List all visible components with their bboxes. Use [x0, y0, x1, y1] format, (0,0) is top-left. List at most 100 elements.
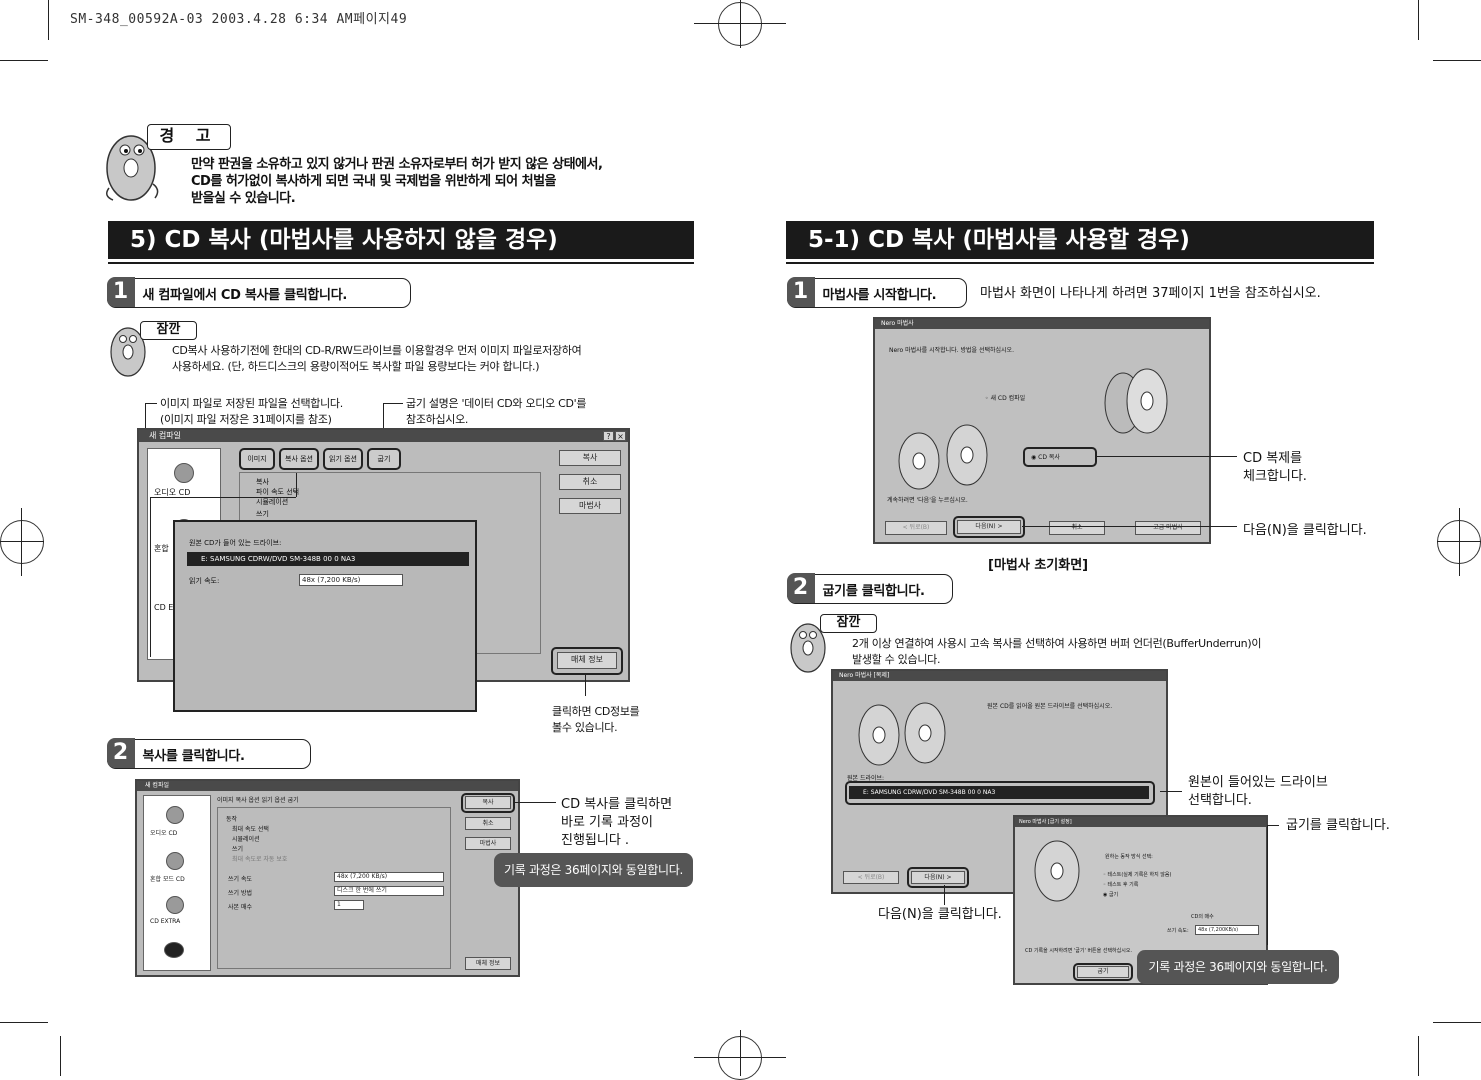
crop-mark: [0, 60, 48, 61]
back-button[interactable]: < 뒤로(B): [843, 871, 899, 884]
callout-check-copy: CD 복제를 체크합니다.: [1243, 450, 1363, 486]
checkbox-label[interactable]: 시뮬레이션: [232, 836, 260, 843]
sidebar-item-mixed[interactable]: 혼합: [154, 544, 169, 553]
dialog-tabs: 이미지 복사 옵션 읽기 옵션 굽기: [217, 795, 299, 804]
dialog-title: 새 컴파일: [149, 431, 181, 440]
row-label: 쓰기 방법: [228, 890, 252, 897]
media-info-button[interactable]: 매체 정보: [557, 652, 617, 669]
left-step2: 2 복사를 클릭합니다.: [106, 738, 311, 769]
drive-select[interactable]: E: SAMSUNG CDRW/DVD SM-348B 00 0 NA3: [187, 552, 469, 566]
source-drive-highlight: [845, 781, 1155, 805]
wizard-footer-text: CD 기록을 시작하려면 '굽기' 버튼을 선택하십시오.: [1025, 948, 1133, 954]
callout-line: 참조하십시오.: [406, 413, 469, 426]
left-section-title: 5) CD 복사 (마법사를 사용하지 않을 경우): [108, 221, 694, 259]
source-drive-label: 원본 드라이브:: [847, 775, 885, 782]
callout-burn-click: 굽기를 클릭합니다.: [1286, 818, 1390, 833]
source-drive-select[interactable]: E: SAMSUNG CDRW/DVD SM-348B 00 0 NA3: [849, 786, 1149, 799]
copies-input[interactable]: 1: [334, 900, 364, 910]
burn-option-test[interactable]: ◦ 테스트(실제 기록은 하지 않음): [1103, 872, 1172, 878]
write-speed-select[interactable]: 48x (7,200KB/s): [1195, 925, 1259, 935]
checkbox-label[interactable]: 최대 속도로 자동 보호: [232, 856, 288, 863]
cancel-button[interactable]: 취소: [559, 474, 621, 490]
wizard-button[interactable]: 마법사: [559, 498, 621, 514]
back-button[interactable]: < 뒤로(B): [885, 521, 947, 535]
leader-line: [150, 497, 151, 657]
write-speed-select[interactable]: 48x (7,200 KB/s): [334, 872, 444, 882]
cancel-button[interactable]: 취소: [1049, 521, 1105, 535]
left-note-line: CD복사 사용하기전에 한대의 CD-R/RW드라이브를 이용할경우 먼저 이미…: [172, 344, 582, 357]
option-copy-highlight: [1023, 447, 1097, 467]
wizard-prompt: Nero 마법사를 시작합니다. 방법을 선택하십시오.: [889, 347, 1014, 354]
tab-image[interactable]: 이미지: [239, 448, 275, 470]
cancel-button[interactable]: 취소: [465, 817, 511, 830]
callout-media-info: 클릭하면 CD정보를 볼수 있습니다.: [552, 704, 692, 736]
copy-button[interactable]: 복사: [559, 450, 621, 466]
leader-line: [383, 403, 384, 447]
dialog-titlebar: 새 컴파일 ? ×: [139, 430, 628, 442]
copy-button[interactable]: 복사: [465, 796, 511, 809]
left-note-tag: 잠깐: [140, 321, 197, 340]
tab-copy-options[interactable]: 복사 옵션: [235, 797, 260, 804]
callout-line: 굽기 설명은 '데이터 CD와 오디오 CD'를: [406, 397, 587, 410]
media-info-button[interactable]: 매체 정보: [465, 957, 511, 970]
wizard-button[interactable]: 마법사: [465, 837, 511, 850]
sidebar-item-extra[interactable]: CD E: [154, 603, 174, 612]
burn-option-burn[interactable]: ◉ 굽기: [1103, 892, 1119, 898]
tab-burn[interactable]: 굽기: [367, 448, 401, 470]
close-button[interactable]: ×: [615, 431, 626, 441]
callout-next-2: 다음(N)을 클릭합니다.: [878, 907, 1002, 922]
cd-extra-icon: [166, 896, 184, 914]
tab-read-options[interactable]: 읽기 옵션: [261, 797, 286, 804]
left-note-line: 사용하세요. (단, 하드디스크의 용량이적어도 복사할 파일 용량보다는 커야…: [172, 360, 540, 373]
sidebar-item-audio[interactable]: 오디오 CD: [154, 488, 191, 497]
leader-line: [1022, 526, 1237, 527]
leader-line: [1267, 825, 1268, 945]
callout-copy: CD 복사를 클릭하면 바로 기록 과정이 진행됩니다 .: [561, 796, 701, 850]
tab-burn[interactable]: 굽기: [287, 797, 299, 804]
disc-icon: [164, 942, 184, 958]
left-step1-number: 1: [106, 277, 135, 308]
burn-option-test-burn[interactable]: ◦ 테스트 후 기록: [1103, 882, 1139, 888]
sidebar-item-audio[interactable]: 오디오 CD: [150, 830, 178, 837]
checkbox-label[interactable]: 복사: [256, 478, 269, 486]
crop-mark: [1418, 1036, 1419, 1076]
tab-read-options[interactable]: 읽기 옵션: [323, 448, 363, 470]
crop-mark: [48, 0, 49, 40]
nero-wizard-1: Nero 마법사 Nero 마법사를 시작합니다. 방법을 선택하십시오. ◦ …: [873, 317, 1211, 544]
checkbox-label[interactable]: 시뮬레이션: [256, 498, 289, 506]
next-button[interactable]: 다음(N) >: [911, 871, 965, 884]
right-note-pill: 기록 과정은 36페이지와 동일합니다.: [1137, 950, 1339, 984]
right-step1-label: 마법사를 시작합니다.: [822, 287, 937, 303]
tab-image[interactable]: 이미지: [217, 797, 234, 804]
read-speed-select[interactable]: 48x (7,200 KB/s): [299, 574, 403, 586]
media-info-highlight: [551, 647, 623, 675]
callout-next-1: 다음(N)을 클릭합니다.: [1243, 523, 1367, 538]
sidebar-item-mixed[interactable]: 혼합 모드 CD: [150, 876, 185, 883]
row-label: 쓰기 속도: [228, 876, 252, 883]
checkbox-label[interactable]: 쓰기: [256, 510, 269, 518]
advanced-wizard-button[interactable]: 고급 마법사: [1135, 521, 1201, 535]
leader-line: [383, 403, 403, 404]
burn-button[interactable]: 굽기: [1077, 966, 1129, 978]
warning-tag: 경 고: [147, 124, 231, 150]
burn-button-highlight: [1073, 963, 1133, 981]
checkbox-label[interactable]: 최대 속도 선택: [232, 826, 269, 833]
drive-select-value: E: SAMSUNG CDRW/DVD SM-348B 00 0 NA3: [201, 555, 356, 563]
audio-cd-icon: [174, 463, 194, 483]
leader-line: [1095, 456, 1237, 457]
right-step2: 2 굽기를 클릭합니다.: [786, 573, 953, 604]
option-cd-copy[interactable]: ◉ CD 복사: [1031, 454, 1060, 461]
tab-copy-options[interactable]: 복사 옵션: [279, 448, 319, 470]
right-section-rule: [786, 262, 1374, 264]
sidebar-item-extra[interactable]: CD EXTRA: [150, 918, 181, 925]
wizard-titlebar: Nero 마법사 [굽기 설정]: [1015, 817, 1266, 827]
next-button[interactable]: 다음(N) >: [957, 520, 1021, 534]
option-new-compile[interactable]: ◦ 새 CD 컴파일: [985, 395, 1026, 402]
checkbox-label[interactable]: 파이 속도 선택: [256, 488, 300, 496]
help-button[interactable]: ?: [603, 431, 614, 441]
callout-line: 볼수 있습니다.: [552, 721, 618, 734]
checkbox-label[interactable]: 동작: [226, 816, 238, 823]
leader-line: [150, 497, 296, 498]
write-method-select[interactable]: 디스크 한 번에 쓰기: [334, 886, 444, 896]
checkbox-label[interactable]: 쓰기: [232, 846, 244, 853]
